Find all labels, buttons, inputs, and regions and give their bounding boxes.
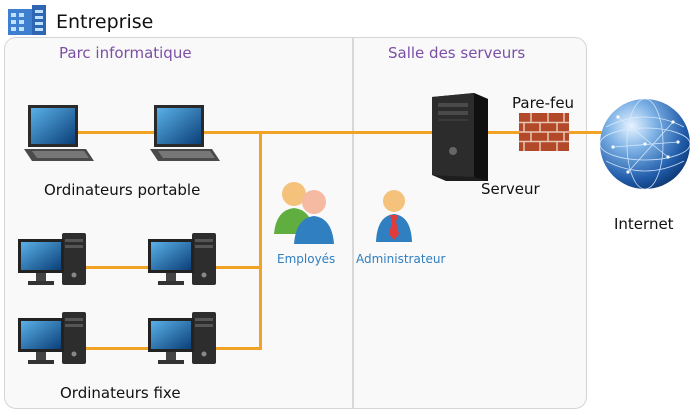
firewall-brick-wall-icon xyxy=(519,113,569,151)
link-vertical-bus xyxy=(259,131,262,350)
employees-label: Employés xyxy=(277,252,336,266)
laptop-icon xyxy=(148,103,220,165)
administrator-label: Administrateur xyxy=(356,252,446,266)
administrator-icon xyxy=(374,188,414,246)
desktop-computer-icon xyxy=(146,231,224,291)
internet-label: Internet xyxy=(614,215,674,233)
zone-label-salle: Salle des serveurs xyxy=(388,44,526,62)
link-laptops-backbone xyxy=(64,131,604,134)
globe-icon xyxy=(598,97,692,191)
firewall-label: Pare-feu xyxy=(512,94,575,112)
users-group-icon xyxy=(272,178,338,248)
desktops-label: Ordinateurs fixe xyxy=(60,384,181,402)
desktop-computer-icon xyxy=(16,310,94,370)
building-icon xyxy=(6,3,50,37)
server-label: Serveur xyxy=(481,180,540,198)
server-tower-icon xyxy=(428,91,490,183)
zone-divider xyxy=(352,38,354,408)
laptop-icon xyxy=(22,103,94,165)
page-title: Entreprise xyxy=(56,11,154,33)
zone-label-parc: Parc informatique xyxy=(59,44,192,62)
desktop-computer-icon xyxy=(146,310,224,370)
laptops-label: Ordinateurs portable xyxy=(44,181,201,199)
desktop-computer-icon xyxy=(16,231,94,291)
